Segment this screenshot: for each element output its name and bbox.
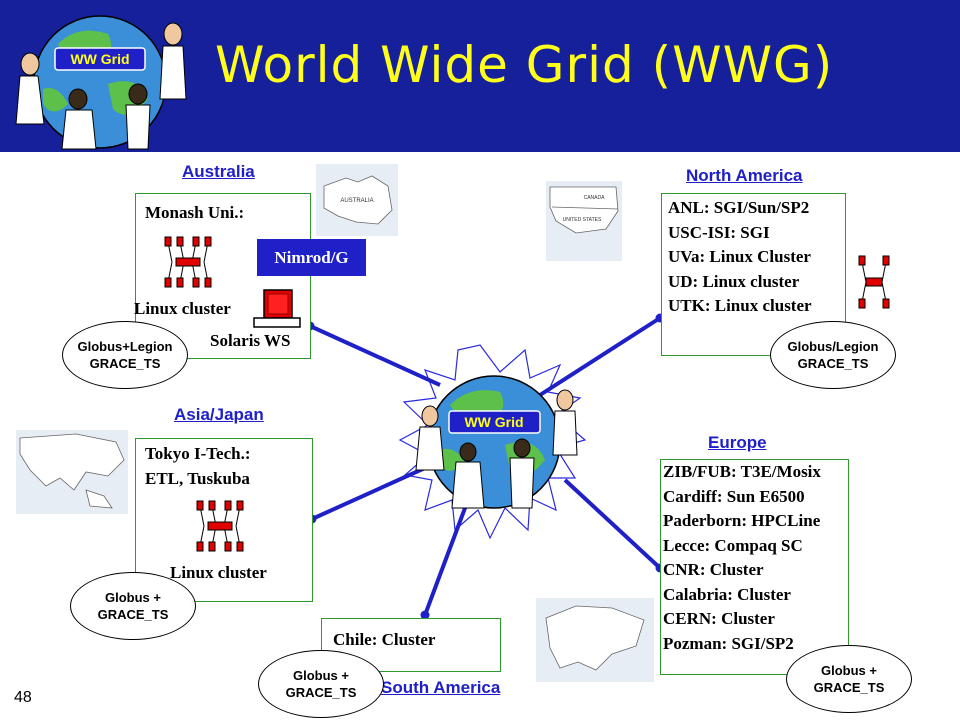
site-entry: Cardiff: Sun E6500 — [663, 486, 805, 506]
middleware-ellipse-europe: Globus + GRACE_TS — [786, 645, 912, 713]
link-europe — [563, 478, 662, 570]
map-label-australia: AUSTRALIA — [340, 198, 373, 204]
north-america-map-image: CANADA UNITED STATES — [546, 181, 622, 261]
site-entry: CNR: Cluster — [663, 560, 764, 579]
middleware-line: Globus + — [821, 663, 877, 678]
site-entry: UTK: Linux cluster — [668, 296, 812, 315]
nimrod-g-label: Nimrod/G — [257, 239, 366, 276]
logo-badge-text: WW Grid — [70, 51, 129, 67]
middleware-ellipse-asia-japan: Globus + GRACE_TS — [70, 572, 196, 640]
asia-japan-cluster-label: Linux cluster — [170, 563, 267, 582]
link-endpoint-south-america — [420, 610, 430, 620]
middleware-ellipse-south-america: Globus + GRACE_TS — [258, 650, 384, 718]
link-south-america — [423, 499, 470, 616]
region-label-north-america: North America — [686, 166, 803, 185]
middleware-line: GRACE_TS — [89, 356, 161, 371]
globe-badge-text: WW Grid — [464, 414, 523, 430]
site-entry: ZIB/FUB: T3E/Mosix — [663, 462, 821, 481]
middleware-ellipse-north-america: Globus/Legion GRACE_TS — [770, 321, 896, 389]
europe-site-box — [660, 459, 849, 675]
australia-map-image: AUSTRALIA — [316, 164, 398, 236]
middleware-line: Globus/Legion — [787, 339, 879, 354]
asia-map-image — [16, 430, 128, 514]
australia-site-name: Monash Uni.: — [145, 203, 245, 222]
middleware-line: Globus + — [293, 668, 349, 683]
middleware-line: GRACE_TS — [797, 356, 869, 371]
center-globe-icon: WW Grid — [415, 375, 578, 509]
cluster-icon-australia — [164, 236, 212, 288]
site-entry: UVa: Linux Cluster — [668, 247, 811, 266]
cluster-icon-north-america — [858, 255, 890, 309]
north-america-site-list: ANL: SGI/Sun/SP2 USC-ISI: SGI UVa: Linux… — [668, 196, 812, 319]
region-label-asia-japan: Asia/Japan — [174, 405, 264, 424]
middleware-line: GRACE_TS — [97, 607, 169, 622]
middleware-line: Globus + — [105, 590, 161, 605]
site-entry: Lecce: Compaq SC — [663, 535, 803, 555]
site-entry: Calabria: Cluster — [663, 584, 791, 604]
middleware-ellipse-australia: Globus+Legion GRACE_TS — [62, 321, 188, 389]
link-north-america — [538, 316, 662, 397]
site-entry: ANL: SGI/Sun/SP2 — [668, 198, 810, 217]
cluster-icon-asia-japan — [196, 500, 244, 552]
australia-workstation-label: Solaris WS — [210, 331, 291, 350]
workstation-icon — [253, 289, 301, 328]
site-entry: Paderborn: HPCLine — [663, 511, 821, 530]
site-entry: CERN: Cluster — [663, 609, 775, 628]
europe-map-image — [536, 598, 654, 682]
south-america-site-name: Chile: Cluster — [333, 630, 436, 649]
australia-cluster-label: Linux cluster — [134, 299, 231, 318]
site-entry: Pozman: SGI/SP2 — [663, 633, 794, 653]
page-number: 48 — [14, 689, 32, 706]
site-entry: UD: Linux cluster — [668, 271, 800, 291]
site-entry: Tokyo I-Tech.: — [145, 444, 251, 463]
asia-japan-site-list: Tokyo I-Tech.: ETL, Tuskuba — [145, 442, 251, 491]
region-label-europe: Europe — [708, 433, 767, 452]
ww-grid-logo: WW Grid — [15, 15, 187, 150]
slide-title: World Wide Grid (WWG) — [215, 36, 834, 94]
region-label-australia: Australia — [182, 162, 255, 181]
middleware-line: Globus+Legion — [77, 339, 173, 354]
middleware-line: GRACE_TS — [285, 685, 357, 700]
site-entry: ETL, Tuskuba — [145, 468, 250, 488]
site-entry: USC-ISI: SGI — [668, 222, 770, 242]
map-label-usa: UNITED STATES — [563, 217, 602, 223]
map-label-canada: CANADA — [584, 195, 606, 201]
region-label-south-america: South America — [381, 678, 501, 697]
middleware-line: GRACE_TS — [813, 680, 885, 695]
asia-japan-site-box — [135, 438, 313, 602]
europe-site-list: ZIB/FUB: T3E/Mosix Cardiff: Sun E6500 Pa… — [663, 460, 821, 656]
link-asia-japan — [311, 466, 426, 521]
link-australia — [309, 324, 441, 387]
